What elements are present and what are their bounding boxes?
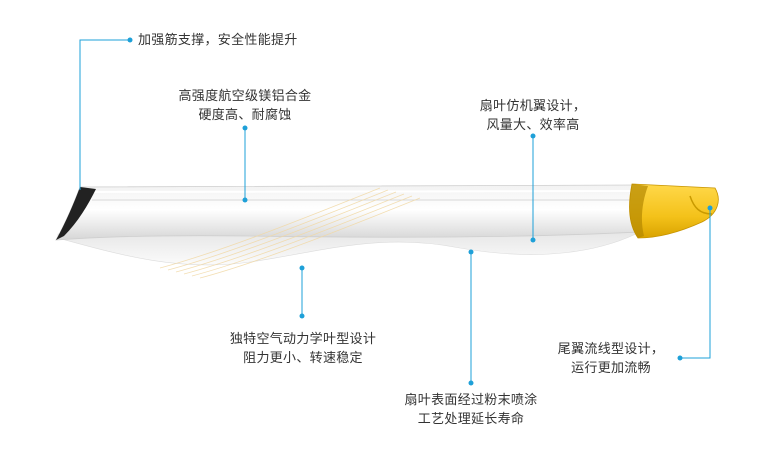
callout-tail: 尾翼流线型设计， 运行更加流畅 [548, 340, 674, 378]
callout-surface-line1: 扇叶表面经过粉末喷涂 [404, 393, 538, 408]
airflow-streamlines [159, 187, 421, 279]
callout-lines [79, 39, 711, 383]
blade-body [55, 184, 641, 241]
callout-aero: 独特空气动力学叶型设计 阻力更小、转速稳定 [215, 330, 391, 368]
callout-alloy-line2: 硬度高、耐腐蚀 [198, 108, 292, 123]
callout-surface-line2: 工艺处理延长寿命 [417, 412, 525, 427]
callout-line-rib [79, 39, 130, 190]
callout-wing-line2: 风量大、效率高 [486, 118, 580, 133]
callout-tail-line2: 运行更加流畅 [571, 361, 651, 376]
callout-aero-line1: 独特空气动力学叶型设计 [229, 332, 377, 347]
tail-cap-inner [629, 184, 648, 238]
tail-cap-notch [689, 195, 713, 215]
callout-rib: 加强筋支撑，安全性能提升 [138, 31, 298, 50]
callout-line-tail [680, 208, 711, 359]
callout-rib-line1: 加强筋支撑，安全性能提升 [138, 33, 298, 48]
callout-alloy-line1: 高强度航空级镁铝合金 [178, 89, 312, 104]
callout-alloy: 高强度航空级镁铝合金 硬度高、耐腐蚀 [165, 87, 325, 125]
callout-tail-line1: 尾翼流线型设计， [557, 342, 665, 357]
callout-dots [127, 37, 713, 386]
callout-aero-line2: 阻力更小、转速稳定 [243, 351, 363, 366]
callout-wing: 扇叶仿机翼设计， 风量大、效率高 [470, 97, 596, 135]
blade-highlight [89, 190, 636, 193]
callout-surface: 扇叶表面经过粉末喷涂 工艺处理延长寿命 [392, 391, 550, 429]
callout-wing-line1: 扇叶仿机翼设计， [479, 99, 587, 114]
blade-open-end [56, 187, 96, 240]
